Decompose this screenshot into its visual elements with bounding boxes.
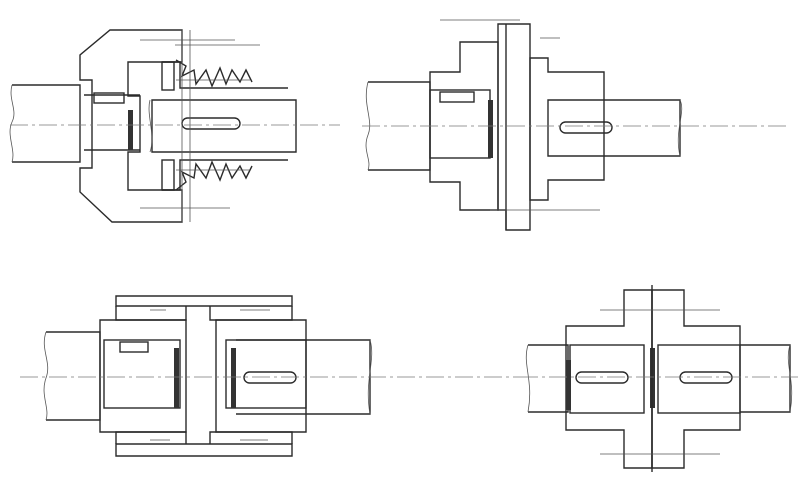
flange-coupling-view — [362, 19, 790, 231]
gear-coupling-view — [9, 29, 340, 223]
rigid-flange-coupling-view — [520, 285, 798, 472]
sleeve-coupling-view — [20, 295, 520, 457]
